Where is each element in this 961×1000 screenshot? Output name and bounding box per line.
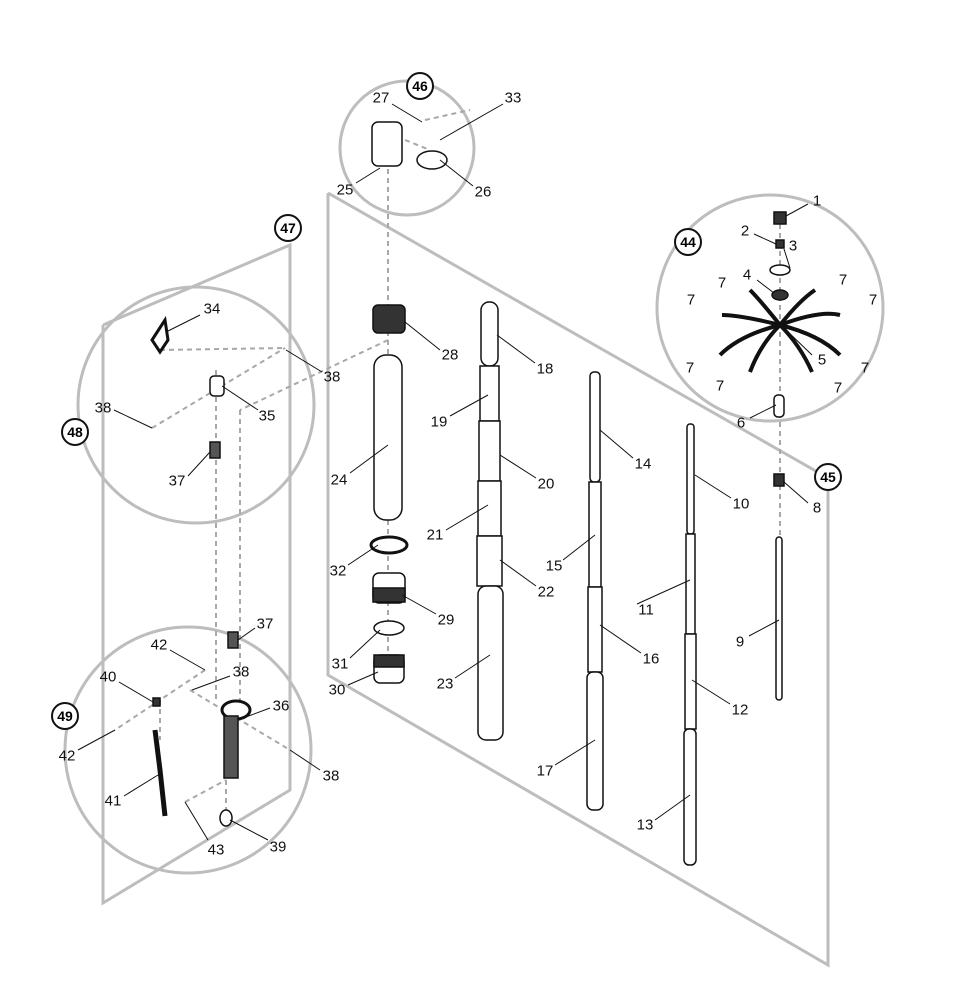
label-8: 8: [812, 499, 822, 517]
callout-47: 47: [274, 214, 302, 242]
part-32-ring: [369, 535, 409, 555]
label-14: 14: [634, 455, 652, 473]
pole-10-13: [683, 423, 697, 866]
part-28-nut: [372, 304, 406, 334]
label-28: 28: [441, 346, 459, 364]
label-20: 20: [537, 475, 555, 493]
part-6: [773, 394, 785, 418]
part-34-clip: [150, 315, 170, 355]
label-29: 29: [437, 611, 455, 629]
assembly-lines: [114, 109, 781, 815]
label-7: 7: [868, 291, 878, 309]
label-18: 18: [536, 360, 554, 378]
part-2: [775, 239, 785, 249]
label-6: 6: [736, 414, 746, 432]
part-4: [771, 289, 789, 301]
label-7: 7: [833, 379, 843, 397]
callout-48: 48: [61, 418, 89, 446]
label-30: 30: [328, 681, 346, 699]
pole-18-23: [476, 301, 504, 741]
label-42: 42: [150, 636, 168, 654]
part-39: [219, 809, 233, 827]
part-24-tube: [373, 354, 403, 521]
label-7: 7: [838, 271, 848, 289]
part-37-lower: [227, 631, 239, 649]
label-38: 38: [323, 368, 341, 386]
part-35: [209, 375, 225, 397]
label-10: 10: [732, 495, 750, 513]
label-15: 15: [545, 557, 563, 575]
part-41-lever: [152, 729, 168, 817]
part-9-rod: [775, 536, 783, 701]
part-26-cap: [416, 150, 448, 170]
callout-44: 44: [674, 228, 702, 256]
part-1: [773, 211, 787, 225]
label-42: 42: [58, 747, 76, 765]
label-37: 37: [256, 615, 274, 633]
label-40: 40: [99, 668, 117, 686]
callout-46: 46: [406, 72, 434, 100]
label-41: 41: [104, 792, 122, 810]
part-40: [152, 697, 161, 707]
callout-45: 45: [814, 463, 842, 491]
part-8: [773, 473, 785, 487]
label-5: 5: [817, 351, 827, 369]
label-39: 39: [269, 838, 287, 856]
label-24: 24: [330, 471, 348, 489]
label-35: 35: [258, 407, 276, 425]
label-19: 19: [430, 413, 448, 431]
frames: [63, 79, 885, 968]
pole-14-17: [586, 371, 604, 811]
label-7: 7: [686, 291, 696, 309]
part-31-disc: [373, 620, 405, 636]
label-16: 16: [642, 650, 660, 668]
detail-circle-46: [338, 79, 476, 217]
label-9: 9: [735, 633, 745, 651]
label-12: 12: [731, 701, 749, 719]
part-37-upper: [209, 441, 221, 459]
parts-drawing: [150, 121, 842, 866]
left-frame: [101, 242, 292, 906]
label-25: 25: [336, 181, 354, 199]
detail-circle-48: [76, 285, 316, 525]
label-43: 43: [207, 841, 225, 859]
label-33: 33: [504, 89, 522, 107]
label-38: 38: [322, 767, 340, 785]
label-7: 7: [860, 359, 870, 377]
label-27: 27: [372, 89, 390, 107]
part-25-cup: [371, 121, 403, 167]
part-7-spokes: [718, 288, 842, 373]
label-7: 7: [685, 359, 695, 377]
label-22: 22: [537, 583, 555, 601]
label-3: 3: [788, 237, 798, 255]
callout-49: 49: [51, 702, 79, 730]
label-17: 17: [536, 762, 554, 780]
label-4: 4: [742, 266, 752, 284]
label-7: 7: [715, 377, 725, 395]
label-13: 13: [636, 816, 654, 834]
part-36-handle: [223, 715, 239, 779]
detail-circle-44: [655, 193, 885, 423]
label-36: 36: [272, 697, 290, 715]
detail-circle-49: [63, 625, 313, 875]
label-2: 2: [740, 222, 750, 240]
label-31: 31: [331, 655, 349, 673]
label-32: 32: [329, 562, 347, 580]
label-11: 11: [638, 601, 654, 619]
label-38: 38: [94, 399, 112, 417]
part-3: [769, 264, 791, 276]
label-34: 34: [203, 300, 221, 318]
label-7: 7: [717, 274, 727, 292]
label-23: 23: [436, 675, 454, 693]
label-38: 38: [232, 663, 250, 681]
label-37: 37: [168, 472, 186, 490]
label-21: 21: [426, 526, 444, 544]
right-frame: [326, 191, 830, 968]
label-1: 1: [812, 192, 822, 210]
label-26: 26: [474, 183, 492, 201]
leader-lines: [77, 103, 813, 841]
